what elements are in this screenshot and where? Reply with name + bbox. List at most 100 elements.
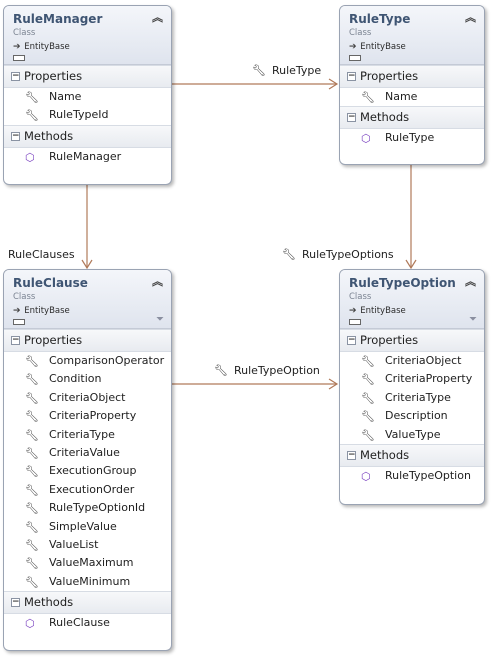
filter-icon[interactable]: ⏷ bbox=[469, 314, 477, 325]
collapse-toggle-icon[interactable]: − bbox=[347, 335, 356, 345]
wrench-icon: 🔧︎ bbox=[361, 91, 375, 104]
property-item[interactable]: 🔧︎ValueMaximum bbox=[4, 554, 171, 572]
method-item[interactable]: ⬡ RuleClause bbox=[4, 614, 171, 632]
method-item[interactable]: ⬡RuleTypeOption bbox=[340, 467, 484, 485]
section-title: Properties bbox=[24, 333, 83, 347]
property-item[interactable]: 🔧︎Description bbox=[340, 407, 484, 425]
collapsed-box-icon bbox=[13, 55, 25, 61]
property-item[interactable]: 🔧︎CriteriaType bbox=[340, 389, 484, 407]
assoc-text: RuleTypeOption bbox=[233, 364, 320, 377]
base-class-name: EntityBase bbox=[24, 306, 70, 316]
collapse-toggle-icon[interactable]: − bbox=[11, 335, 20, 345]
property-name: SimpleValue bbox=[49, 519, 117, 533]
properties-list: 🔧︎ComparisonOperator 🔧︎Condition 🔧︎Crite… bbox=[4, 352, 171, 591]
assoc-label-ruletypeoption[interactable]: 🔧︎RuleTypeOption bbox=[214, 364, 320, 377]
property-item[interactable]: 🔧︎ValueList bbox=[4, 536, 171, 554]
base-class: ➔ EntityBase bbox=[349, 306, 406, 316]
assoc-label-ruletypeoptions[interactable]: 🔧︎RuleTypeOptions bbox=[282, 248, 394, 261]
base-class-name: EntityBase bbox=[360, 42, 406, 52]
collapse-toggle-icon[interactable]: − bbox=[11, 130, 20, 141]
property-item[interactable]: 🔧︎ExecutionGroup bbox=[4, 462, 171, 480]
properties-list: 🔧︎Name bbox=[340, 88, 484, 106]
class-shape-rulemanager[interactable]: RuleManager Class ➔ EntityBase ︾ − Prope… bbox=[3, 5, 172, 185]
section-title: Methods bbox=[360, 110, 410, 125]
property-item[interactable]: 🔧︎RuleTypeId bbox=[4, 106, 171, 124]
assoc-label-ruletype[interactable]: 🔧︎RuleType bbox=[252, 64, 321, 77]
class-header[interactable]: RuleClause Class ➔ EntityBase ︾ ⏷ bbox=[4, 270, 171, 329]
arrow-icon: ➔ bbox=[13, 42, 21, 52]
collapse-toggle-icon[interactable]: − bbox=[347, 449, 356, 460]
property-item[interactable]: 🔧︎CriteriaProperty bbox=[4, 407, 171, 425]
method-name: RuleManager bbox=[49, 149, 122, 163]
property-item[interactable]: 🔧︎CriteriaProperty bbox=[340, 370, 484, 388]
property-item[interactable]: 🔧︎CriteriaObject bbox=[4, 389, 171, 407]
class-header[interactable]: RuleManager Class ➔ EntityBase ︾ bbox=[4, 6, 171, 65]
double-chevron-up-icon[interactable]: ︾ bbox=[465, 274, 476, 287]
collapse-toggle-icon[interactable]: − bbox=[347, 71, 356, 81]
collapsed-box-icon bbox=[13, 319, 25, 325]
properties-section-header[interactable]: − Properties bbox=[4, 329, 171, 352]
property-name: Condition bbox=[49, 372, 102, 386]
collapsed-box-icon bbox=[349, 319, 361, 325]
collapsed-box-icon bbox=[349, 55, 361, 61]
properties-section-header[interactable]: − Properties bbox=[4, 65, 171, 88]
arrowhead-ruletypeoption-horizontal bbox=[328, 378, 339, 390]
double-chevron-up-icon[interactable]: ︾ bbox=[152, 10, 163, 23]
property-name: CriteriaValue bbox=[49, 445, 120, 459]
wrench-icon: 🔧︎ bbox=[252, 64, 266, 77]
property-item[interactable]: 🔧︎ComparisonOperator bbox=[4, 352, 171, 370]
filter-icon[interactable]: ⏷ bbox=[156, 314, 164, 325]
methods-section-header[interactable]: − Methods bbox=[4, 591, 171, 615]
methods-section-header[interactable]: − Methods bbox=[340, 106, 484, 130]
double-chevron-up-icon[interactable]: ︾ bbox=[152, 274, 163, 287]
section-title: Properties bbox=[360, 333, 419, 347]
section-title: Properties bbox=[360, 69, 419, 83]
property-item[interactable]: 🔧︎CriteriaObject bbox=[340, 352, 484, 370]
property-item[interactable]: 🔧︎Condition bbox=[4, 370, 171, 388]
class-shape-ruletype[interactable]: RuleType Class ➔ EntityBase ︾ − Properti… bbox=[339, 5, 485, 165]
class-kind: Class bbox=[349, 28, 372, 38]
class-shape-ruleclause[interactable]: RuleClause Class ➔ EntityBase ︾ ⏷ − Prop… bbox=[3, 269, 172, 651]
property-item[interactable]: 🔧︎CriteriaValue bbox=[4, 444, 171, 462]
wrench-icon: 🔧︎ bbox=[25, 428, 39, 442]
method-item[interactable]: ⬡RuleType bbox=[340, 129, 484, 147]
property-name: RuleTypeOptionId bbox=[49, 501, 146, 515]
property-name: CriteriaProperty bbox=[49, 409, 137, 423]
class-name: RuleType bbox=[349, 12, 411, 26]
property-name: ExecutionGroup bbox=[49, 464, 137, 478]
section-title: Methods bbox=[360, 447, 410, 462]
property-name: ValueType bbox=[385, 427, 441, 441]
assoc-label-ruleclauses[interactable]: RuleClauses bbox=[8, 248, 75, 261]
collapse-toggle-icon[interactable]: − bbox=[11, 597, 20, 608]
property-item[interactable]: 🔧︎ CriteriaType bbox=[4, 426, 171, 444]
property-name: ValueList bbox=[49, 537, 99, 551]
method-name: RuleClause bbox=[49, 616, 110, 630]
property-item[interactable]: 🔧︎ValueMinimum bbox=[4, 573, 171, 591]
property-name: CriteriaType bbox=[49, 427, 115, 441]
cube-icon: ⬡ bbox=[25, 617, 35, 631]
arrowhead-ruleclause bbox=[81, 259, 93, 270]
class-shape-ruletypeoption[interactable]: RuleTypeOption Class ➔ EntityBase ︾ ⏷ − … bbox=[339, 269, 485, 505]
property-name: Name bbox=[49, 90, 82, 103]
wrench-icon: 🔧︎ bbox=[361, 373, 375, 387]
arrow-icon: ➔ bbox=[349, 42, 357, 52]
double-chevron-up-icon[interactable]: ︾ bbox=[465, 10, 476, 23]
property-item[interactable]: 🔧︎Name bbox=[340, 88, 484, 106]
property-item[interactable]: 🔧︎RuleTypeOptionId bbox=[4, 499, 171, 517]
property-item[interactable]: 🔧︎SimpleValue bbox=[4, 518, 171, 536]
methods-section-header[interactable]: − Methods bbox=[340, 443, 484, 467]
method-item[interactable]: ⬡RuleManager bbox=[4, 148, 171, 166]
property-item[interactable]: 🔧︎ExecutionOrder bbox=[4, 481, 171, 499]
property-item[interactable]: 🔧︎Name bbox=[4, 88, 171, 106]
methods-section-header[interactable]: − Methods bbox=[4, 124, 171, 148]
properties-section-header[interactable]: − Properties bbox=[340, 65, 484, 88]
property-item[interactable]: 🔧︎ValueType bbox=[340, 426, 484, 444]
wrench-icon: 🔧︎ bbox=[361, 355, 375, 368]
base-class: ➔ EntityBase bbox=[13, 306, 70, 316]
collapse-toggle-icon[interactable]: − bbox=[347, 112, 356, 123]
collapse-toggle-icon[interactable]: − bbox=[11, 71, 20, 81]
class-header[interactable]: RuleTypeOption Class ➔ EntityBase ︾ ⏷ bbox=[340, 270, 484, 329]
section-title: Methods bbox=[24, 595, 74, 610]
properties-section-header[interactable]: − Properties bbox=[340, 329, 484, 352]
class-header[interactable]: RuleType Class ➔ EntityBase ︾ bbox=[340, 6, 484, 65]
